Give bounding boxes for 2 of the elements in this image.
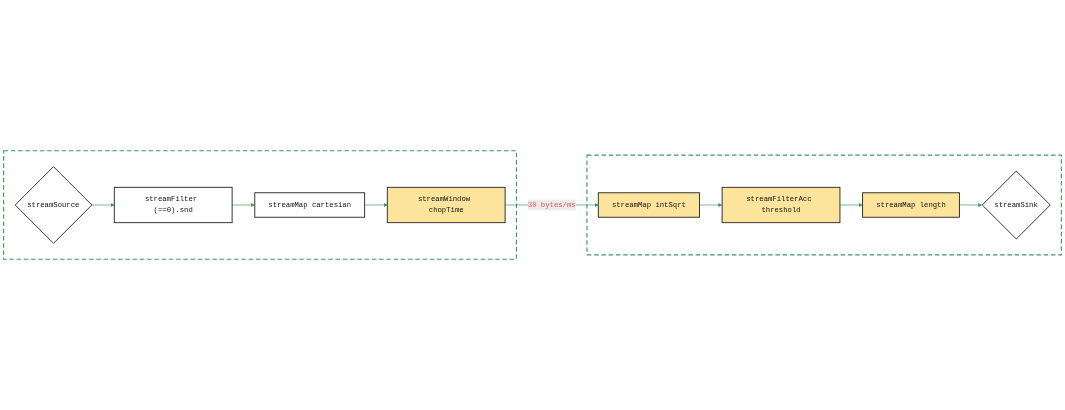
cluster [586,154,1062,256]
cluster [3,150,517,260]
